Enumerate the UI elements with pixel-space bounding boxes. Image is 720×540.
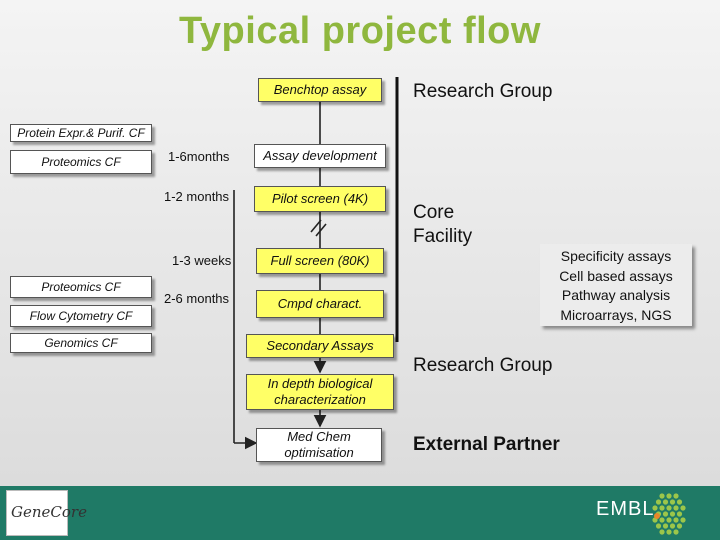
- embl-wordmark: EMBL: [596, 498, 655, 520]
- slide-title: Typical project flow: [179, 10, 541, 52]
- specificity-panel: Specificity assays Cell based assays Pat…: [540, 244, 692, 326]
- duration-label-1: 1-6months: [168, 149, 230, 164]
- genecore-logo: GeneCore: [6, 490, 87, 536]
- specificity-item: Pathway analysis: [561, 287, 671, 303]
- specificity-item: Cell based assays: [559, 267, 673, 284]
- protein-expr-box: Protein Expr.& Purif. CF: [10, 124, 152, 142]
- break-mark-2: [315, 223, 327, 237]
- stage-core-facility-line-1: Core: [413, 202, 455, 223]
- med-chem-box: Med Chem optimisation: [256, 428, 382, 462]
- stage-core-facility-line-2: Facility: [413, 226, 473, 247]
- full-screen-box: Full screen (80K): [256, 248, 384, 274]
- genomics-cf-box: Genomics CF: [10, 333, 152, 353]
- specificity-item: Microarrays, NGS: [560, 306, 672, 323]
- stage-research-group-2: Research Group: [413, 355, 553, 376]
- secondary-assays-box: Secondary Assays: [246, 334, 394, 358]
- assay-development-box: Assay development: [254, 144, 386, 168]
- proteomics-cf-box-2: Proteomics CF: [10, 276, 152, 298]
- embl-hex-logo-icon: [652, 493, 686, 535]
- flow-cytometry-box: Flow Cytometry CF: [10, 305, 152, 327]
- proteomics-cf-box-1: Proteomics CF: [10, 150, 152, 174]
- benchtop-assay-box: Benchtop assay: [258, 78, 382, 102]
- duration-label-4: 2-6 months: [164, 291, 230, 306]
- stage-research-group-1: Research Group: [413, 81, 553, 102]
- flow-connectors: [233, 77, 399, 450]
- break-mark-1: [310, 219, 322, 233]
- cmpd-charact-box: Cmpd charact.: [256, 290, 384, 318]
- genecore-logo-text: GeneCore: [11, 503, 87, 521]
- duration-label-2: 1-2 months: [164, 189, 230, 204]
- stage-external-partner: External Partner: [413, 434, 560, 455]
- pilot-screen-box: Pilot screen (4K): [254, 186, 386, 212]
- specificity-item: Specificity assays: [560, 248, 672, 264]
- in-depth-characterization-box: In depth biological characterization: [246, 374, 394, 410]
- footer-bar: [0, 486, 720, 540]
- duration-label-3: 1-3 weeks: [172, 253, 232, 268]
